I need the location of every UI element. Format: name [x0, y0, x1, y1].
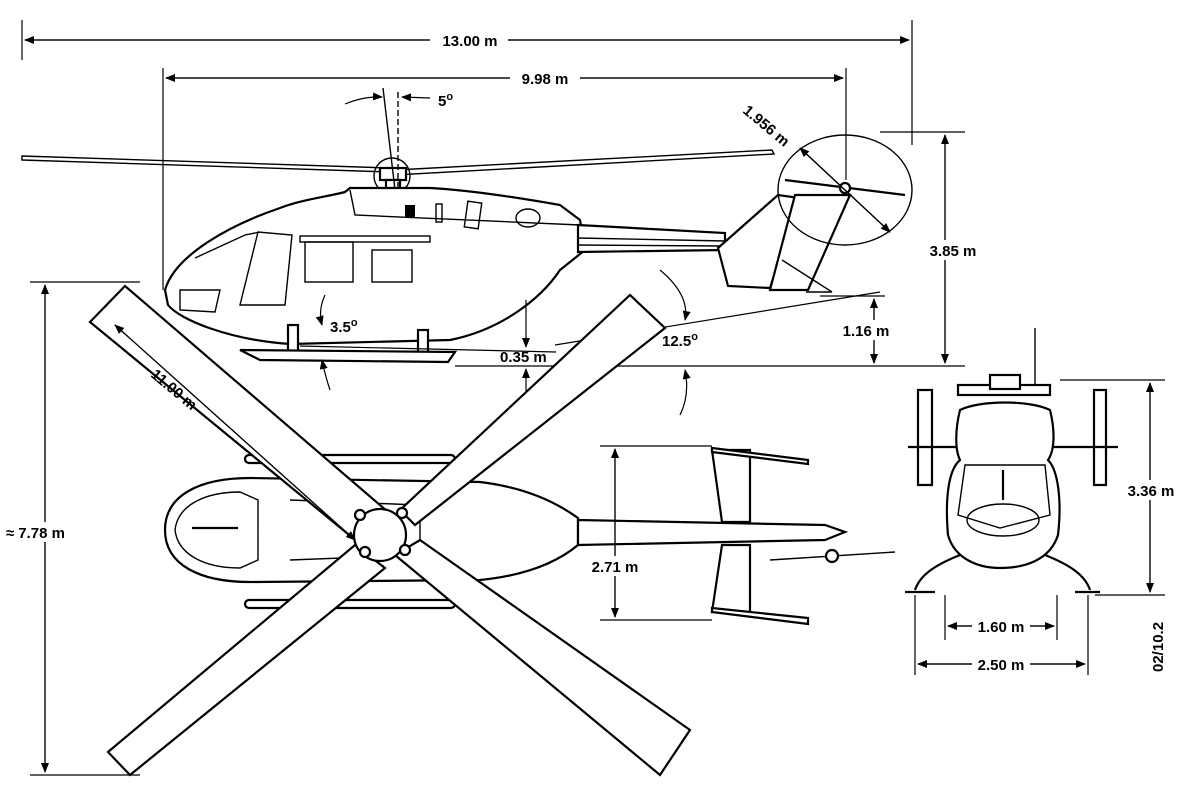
main-rotor-blade-left	[21, 155, 391, 173]
rotor-blade-ne	[398, 293, 667, 527]
skid-angle-label: 3.5o	[330, 317, 358, 336]
skid-top-lower	[243, 598, 457, 610]
tail-rotor	[777, 134, 913, 246]
stabilizer-span-label: 2.71 m	[592, 559, 639, 576]
rotor-blade-se	[393, 538, 692, 777]
mast-tilt-label: 5o	[438, 91, 453, 110]
landing-skids-side	[239, 323, 458, 364]
tail-boom-top	[576, 518, 849, 547]
front-skid-right	[1044, 553, 1092, 591]
overall-length-label: 13.00 m	[442, 33, 497, 50]
fuselage-side	[163, 186, 587, 346]
height-overall-label: 3.85 m	[930, 243, 977, 260]
front-fin-right	[1092, 388, 1108, 487]
tail-height-label: 1.16 m	[843, 323, 890, 340]
front-height-label: 3.36 m	[1128, 483, 1175, 500]
main-rotor-top	[88, 284, 692, 777]
tail-rotor-dia-label: 1.956 m	[739, 102, 792, 150]
drawing-reference: 02/10.2	[1150, 622, 1167, 672]
skid-track-label: 1.60 m	[978, 619, 1025, 636]
tail-angle-label: 12.5o	[662, 331, 698, 350]
side-view	[21, 87, 913, 364]
overall-width-label: ≈7.78 m	[6, 525, 65, 542]
front-view	[905, 328, 1118, 594]
fuselage-length-label: 9.98 m	[522, 71, 569, 88]
top-view	[88, 284, 896, 777]
rotor-head	[373, 87, 411, 195]
front-width-label: 2.50 m	[978, 657, 1025, 674]
front-skid-left	[913, 553, 961, 591]
front-fin-left	[916, 388, 934, 487]
cockpit-window	[239, 231, 293, 306]
cabin-window	[371, 249, 413, 283]
ground-clearance-label: 0.35 m	[500, 349, 547, 366]
main-rotor-blade-right	[394, 149, 776, 176]
horizontal-stabilizer	[710, 446, 810, 626]
front-dimensions: 3.36 m 1.60 m 2.50 m 02/10.2	[914, 379, 1180, 675]
